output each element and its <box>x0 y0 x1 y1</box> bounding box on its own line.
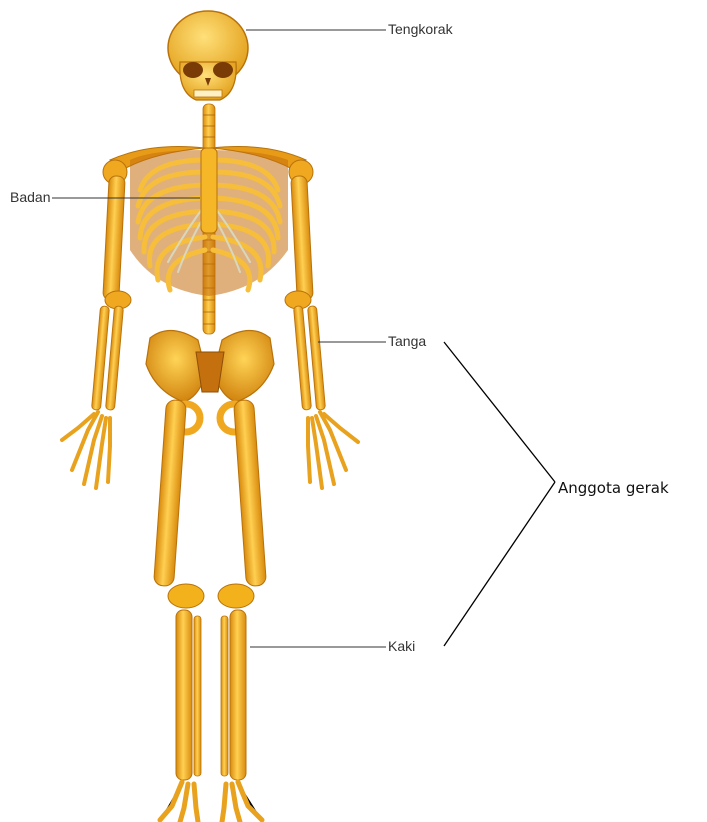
label-limbs: Anggota gerak <box>558 481 669 496</box>
legs <box>154 400 267 822</box>
limbs-bracket <box>444 342 555 646</box>
skeleton-figure <box>62 11 358 822</box>
skull <box>168 11 248 100</box>
feet <box>160 782 262 822</box>
rib-cage <box>130 148 288 296</box>
label-leg: Kaki <box>388 639 415 653</box>
label-trunk: Badan <box>10 190 50 204</box>
label-arm: Tanga <box>388 334 426 348</box>
left-hand <box>62 412 110 488</box>
right-hand <box>308 412 358 488</box>
label-skull: Tengkorak <box>388 22 453 36</box>
